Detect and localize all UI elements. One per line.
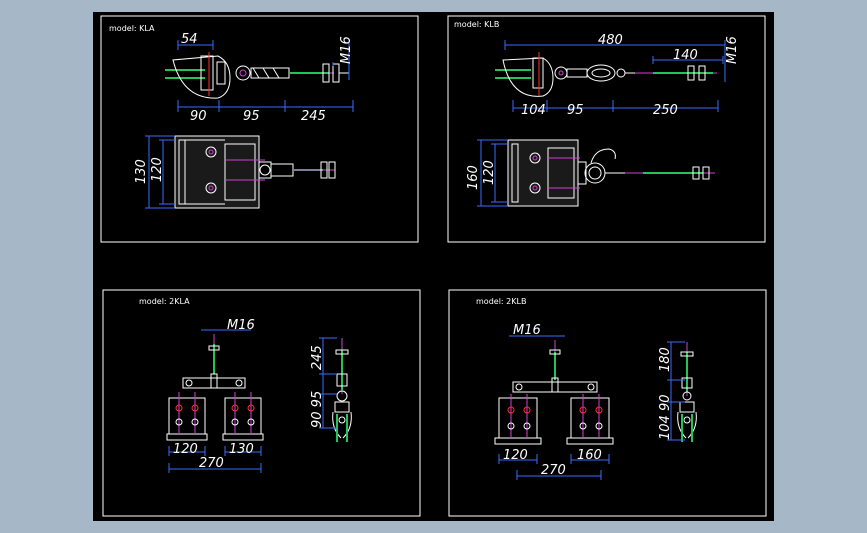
panel-2kla-title: model: 2KLA: [139, 297, 190, 306]
dim-90-95-2kla: 90 95: [310, 391, 325, 428]
2klb-side-dimensions: 180 104 90: [658, 341, 685, 441]
dim-120: 120: [150, 157, 165, 182]
kla-top-dimensions: 54 M16 90 95 245: [177, 32, 354, 124]
2kla-front-dimensions: 120 130 270: [168, 442, 262, 473]
dim-m16: M16: [339, 36, 354, 64]
2klb-front-dimensions: 120 160 270: [498, 448, 610, 480]
panel-2klb-title: model: 2KLB: [476, 297, 526, 306]
klb-front-dimensions: 160 120: [466, 139, 507, 207]
dim-m16-2klb: M16: [513, 323, 541, 338]
dim-95: 95: [243, 109, 260, 124]
panel-2klb[interactable]: model: 2KLB M16: [448, 289, 767, 517]
dim-160-2klb: 160: [577, 448, 602, 463]
panel-kla[interactable]: model: KLA 54 M16 90 95 2: [100, 15, 419, 243]
2kla-side-view: [332, 338, 352, 442]
dim-180-2klb: 180: [658, 347, 673, 372]
panel-kla-border: [100, 15, 419, 243]
panel-kla-title: model: KLA: [109, 24, 155, 33]
kla-top-view: [165, 52, 349, 99]
dim-480: 480: [598, 33, 623, 48]
panel-2klb-border: [448, 289, 767, 517]
dim-270-2kla: 270: [199, 456, 224, 471]
dim-54: 54: [181, 32, 198, 47]
dim-104-90-2klb: 104 90: [658, 395, 673, 441]
dim-130-2kla: 130: [229, 442, 254, 457]
dim-140: 140: [673, 48, 698, 63]
2klb-side-view: [677, 342, 697, 442]
drawing-svg: model: KLA 54 M16 90 95 2: [100, 15, 767, 517]
kla-front-view: [174, 135, 336, 209]
cad-drawing-canvas[interactable]: model: KLA 54 M16 90 95 2: [93, 12, 774, 521]
klb-top-dimensions: 480 140 M16 104 95 250: [504, 33, 740, 118]
dim-95-klb: 95: [567, 103, 584, 118]
klb-front-view: [507, 139, 715, 207]
panel-2kla-border: [102, 289, 421, 517]
dim-245-2kla: 245: [310, 345, 325, 370]
dim-160: 160: [466, 165, 481, 190]
panel-klb-title: model: KLB: [454, 20, 499, 29]
panel-klb-border: [447, 15, 766, 243]
dim-270-2klb: 270: [541, 463, 566, 478]
panel-klb[interactable]: model: KLB 480 140 M16 104: [447, 15, 766, 243]
dim-120-2klb: 120: [503, 448, 528, 463]
klb-top-view: [495, 52, 717, 97]
dim-130: 130: [134, 159, 149, 184]
2kla-side-dimensions: 245 90 95: [310, 337, 337, 429]
dim-104: 104: [521, 103, 546, 118]
dim-245: 245: [301, 109, 326, 124]
2kla-front-view: M16: [166, 318, 264, 441]
dim-90: 90: [190, 109, 207, 124]
kla-front-dimensions: 130 120: [134, 135, 175, 209]
2klb-front-view: M16: [494, 323, 614, 445]
dim-120-2kla: 120: [173, 442, 198, 457]
dim-120-klb: 120: [482, 160, 497, 185]
dim-m16-2kla: M16: [227, 318, 255, 333]
dim-250: 250: [653, 103, 678, 118]
dim-m16-klb: M16: [725, 36, 740, 64]
panel-2kla[interactable]: model: 2KLA M16: [102, 289, 421, 517]
